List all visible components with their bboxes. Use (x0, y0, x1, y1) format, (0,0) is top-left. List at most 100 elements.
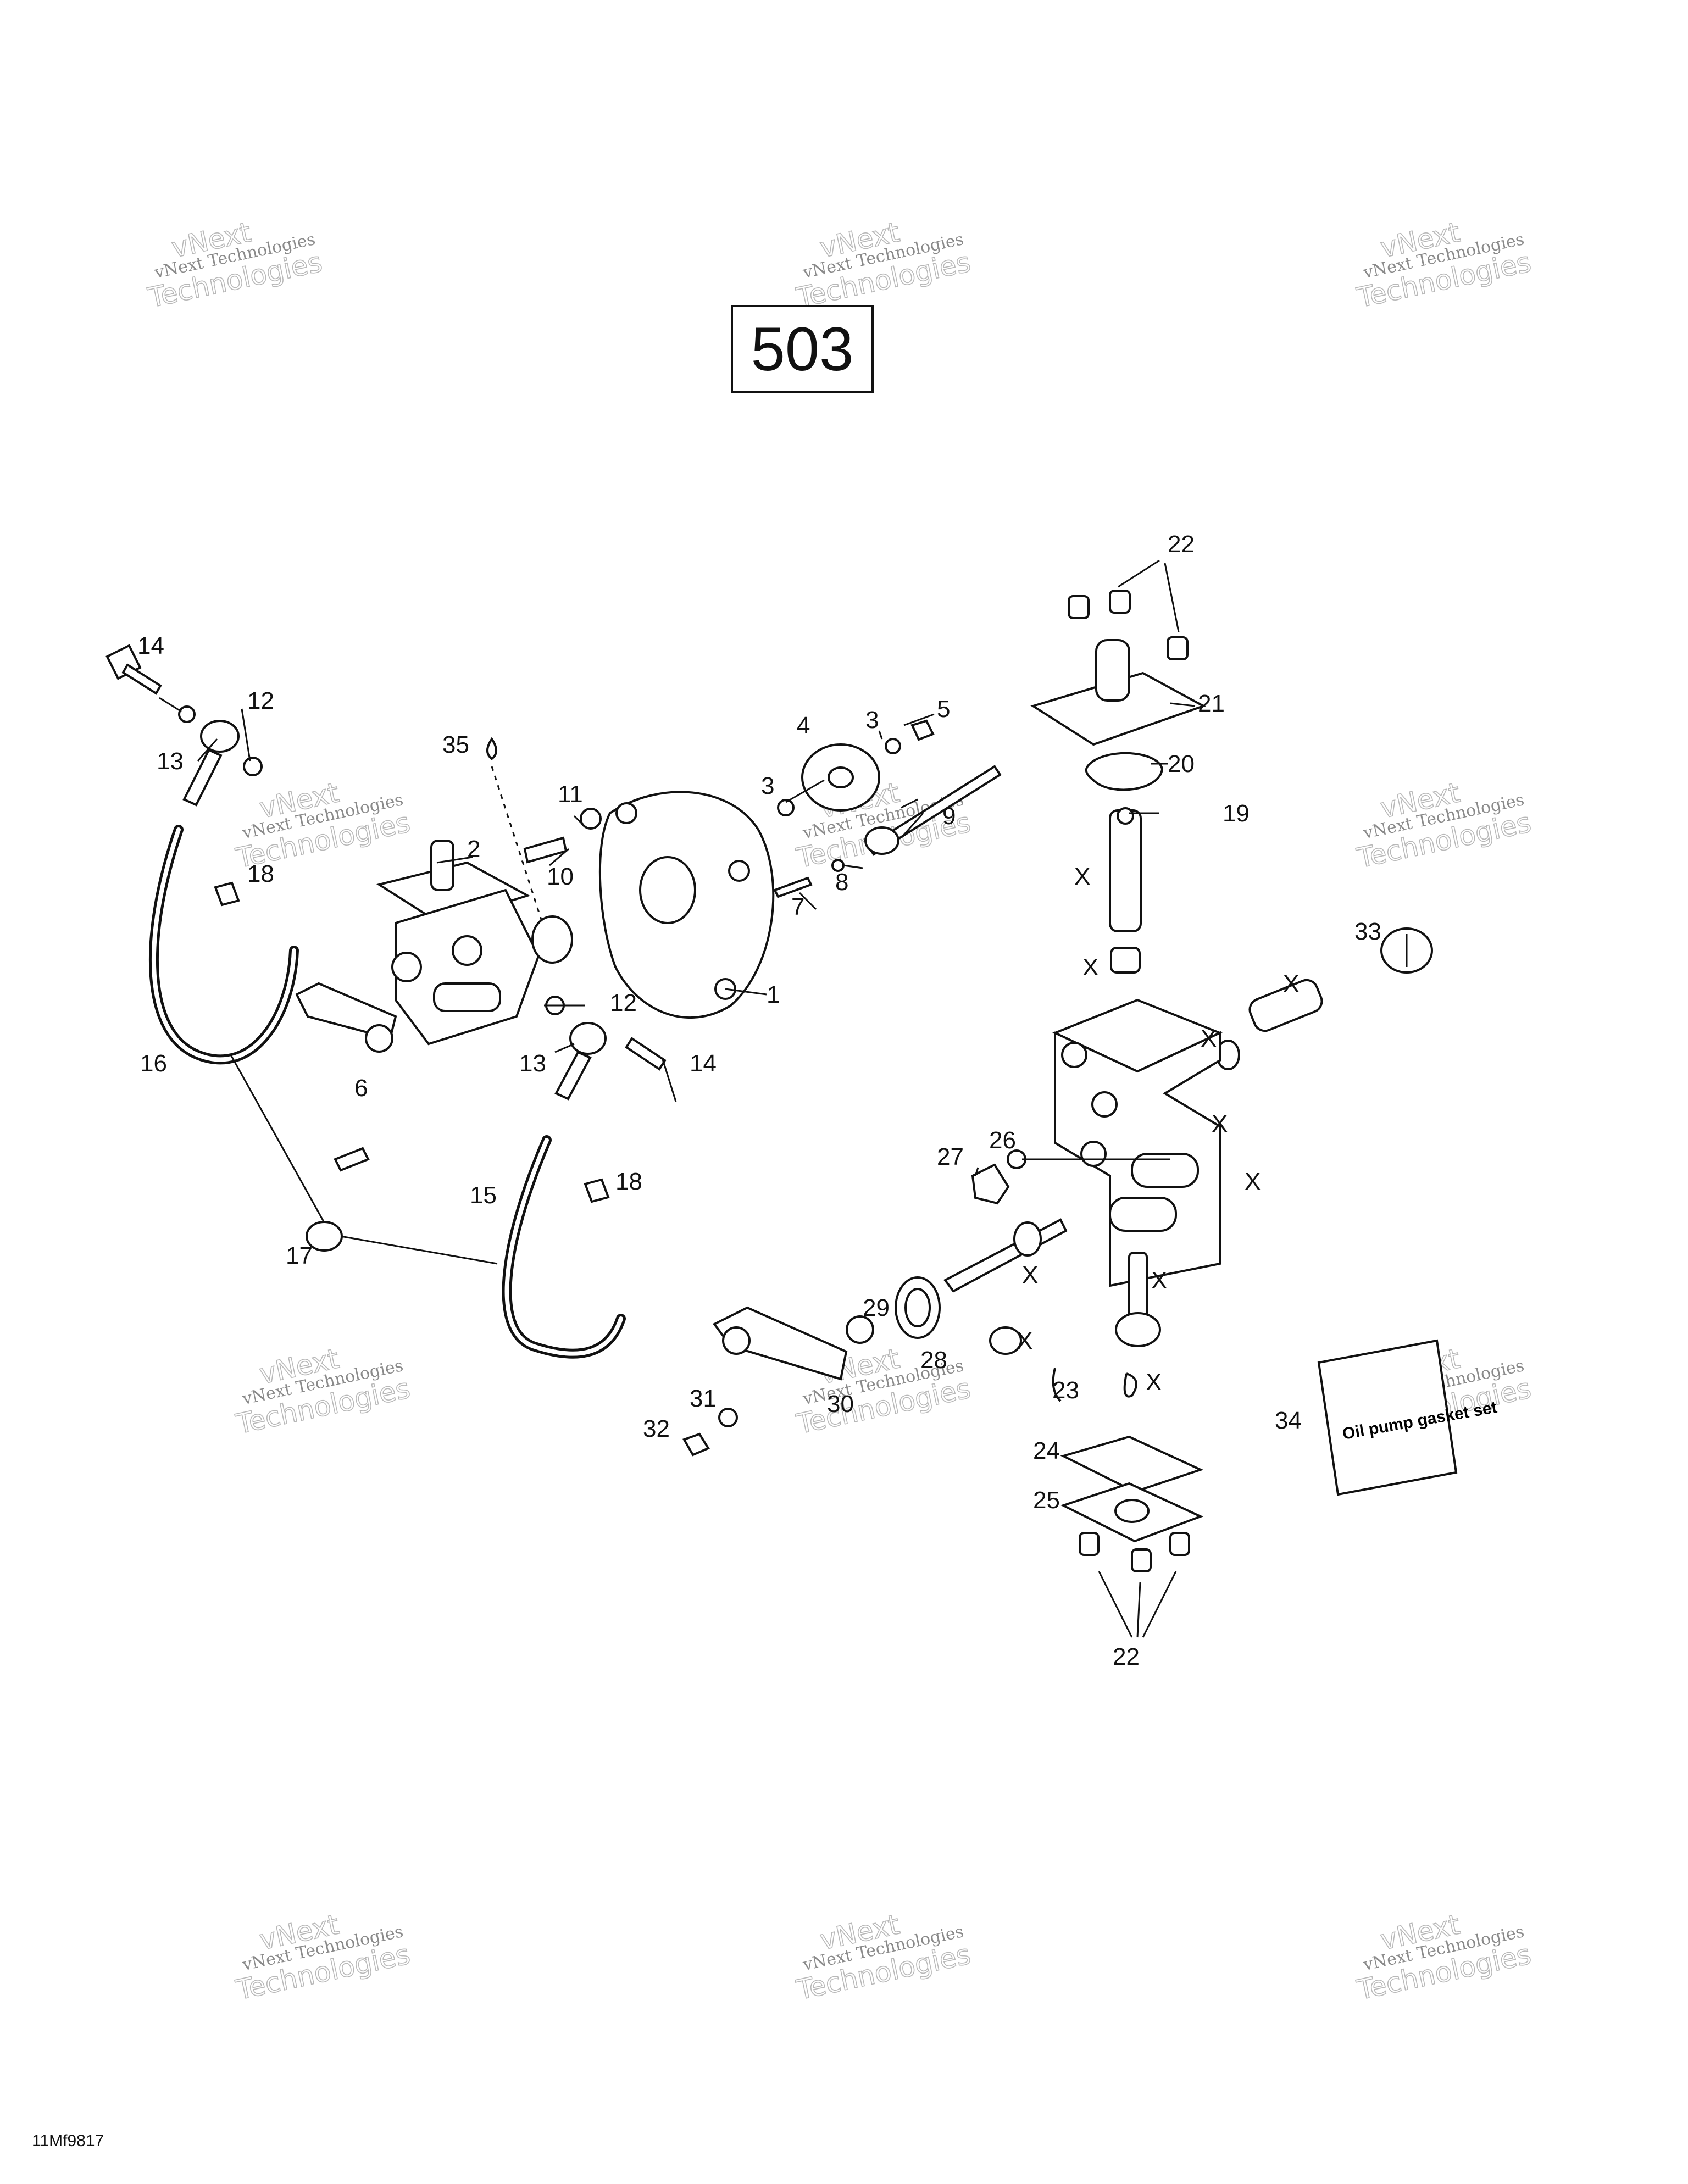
callout-x: X (1212, 1110, 1228, 1137)
part-banjo-fitting-13-lower (554, 1022, 607, 1101)
part-gasket-20 (1085, 752, 1164, 791)
part-cap-21 (1030, 639, 1206, 746)
callout-x: X (1017, 1327, 1032, 1354)
part-gear-4 (801, 743, 880, 812)
figure-code: 11Mf9817 (32, 2132, 104, 2150)
part-washer-3 (885, 738, 901, 754)
callout-20: 20 (1168, 751, 1195, 777)
callout-19: 19 (1223, 800, 1250, 827)
part-cover-1 (598, 791, 775, 1019)
callout-x: X (1082, 954, 1098, 981)
part-oil-pump-2 (295, 840, 540, 1053)
part-washer (243, 757, 263, 776)
callout-6: 6 (354, 1075, 368, 1102)
callout-35: 35 (442, 731, 469, 758)
part-spring (1110, 947, 1141, 974)
part-hose-15 (502, 1135, 626, 1359)
callout-21: 21 (1198, 690, 1225, 717)
part-washer-29 (846, 1315, 874, 1344)
callout-2: 2 (467, 836, 480, 863)
part-plunger-19 (1109, 807, 1142, 932)
callout-33: 33 (1354, 918, 1381, 945)
callout-9: 9 (942, 803, 956, 830)
callout-22: 22 (1113, 1643, 1140, 1670)
callout-4: 4 (797, 712, 810, 739)
callout-1: 1 (767, 981, 780, 1008)
part-screw-14-lower (625, 1037, 667, 1071)
part-screw-22-bottom (1079, 1532, 1190, 1572)
callout-15: 15 (470, 1182, 497, 1209)
part-valve-assembly (1216, 927, 1433, 1070)
part-pump-body (1052, 998, 1223, 1287)
callout-18: 18 (247, 860, 274, 887)
part-lever (712, 1306, 848, 1381)
callout-x: X (1283, 970, 1299, 997)
callout-11: 11 (558, 781, 583, 808)
part-screw-22-top (1068, 590, 1189, 660)
callout-24: 24 (1033, 1437, 1060, 1464)
callout-7: 7 (791, 893, 804, 920)
part-oil-drop-35 (486, 737, 497, 760)
part-screw-14-top (106, 644, 162, 695)
callout-x: X (1074, 863, 1090, 890)
callout-14: 14 (137, 632, 164, 659)
part-banjo-fitting-13-top (182, 720, 240, 807)
part-o-ring (531, 915, 573, 964)
part-clip-23 (1052, 1368, 1062, 1402)
part-gasket-kit-34: Oil pump gasket set (1317, 1339, 1498, 1496)
callout-34: 34 (1275, 1407, 1302, 1434)
callout-30: 30 (827, 1391, 854, 1418)
callout-12: 12 (247, 687, 274, 714)
part-washer (178, 705, 196, 723)
part-bolt-10 (523, 836, 568, 864)
part-nut-32 (682, 1432, 710, 1457)
callout-x: X (1146, 1369, 1162, 1396)
callout-x: X (1022, 1262, 1038, 1288)
part-washer-3 (777, 799, 795, 816)
part-drive-gear (1115, 1252, 1161, 1347)
callout-13: 13 (519, 1050, 546, 1077)
part-clamp-18 (214, 881, 240, 907)
part-gasket-24 (1060, 1435, 1204, 1493)
part-plug-27 (971, 1163, 1010, 1205)
callout-16: 16 (140, 1050, 167, 1077)
callout-10: 10 (547, 863, 574, 890)
part-spring-28 (895, 1276, 941, 1339)
callout-12: 12 (610, 990, 637, 1016)
callout-x: X (1245, 1168, 1261, 1195)
callout-13: 13 (157, 748, 184, 775)
callout-23: 23 (1052, 1377, 1079, 1404)
part-seal (989, 1326, 1022, 1355)
watermark-group: vNext vNext Technologies Technologies vN… (145, 216, 1534, 2007)
callout-x: X (1201, 1025, 1217, 1052)
callout-27: 27 (937, 1143, 964, 1170)
diagram-number-box: 503 (731, 305, 874, 393)
part-valve-spool (943, 1218, 1068, 1293)
callout-18: 18 (615, 1168, 642, 1195)
callout-26: 26 (989, 1127, 1016, 1154)
part-clamp-18 (584, 1178, 610, 1203)
callout-25: 25 (1033, 1487, 1060, 1514)
part-washer-31 (718, 1408, 738, 1427)
callout-29: 29 (863, 1294, 890, 1321)
callout-31: 31 (690, 1385, 717, 1412)
callout-22: 22 (1168, 531, 1195, 558)
callout-28: 28 (920, 1347, 947, 1374)
callout-17: 17 (286, 1242, 313, 1269)
callout-3: 3 (865, 707, 879, 733)
part-pin-7 (773, 876, 813, 898)
callout-labels: 1 2 3 3 4 5 6 7 8 9 10 11 12 12 13 13 14… (137, 531, 1381, 1670)
callout-3: 3 (761, 773, 774, 799)
part-clip (1123, 1372, 1137, 1398)
callout-8: 8 (835, 869, 848, 896)
callout-5: 5 (937, 696, 950, 723)
callout-32: 32 (643, 1415, 670, 1442)
part-screw-6 (334, 1147, 370, 1172)
callout-14: 14 (690, 1050, 717, 1077)
part-nut-5 (910, 719, 935, 741)
callout-x: X (1151, 1267, 1167, 1294)
part-shaft-gear (864, 826, 899, 855)
part-cover-25 (1060, 1482, 1204, 1543)
